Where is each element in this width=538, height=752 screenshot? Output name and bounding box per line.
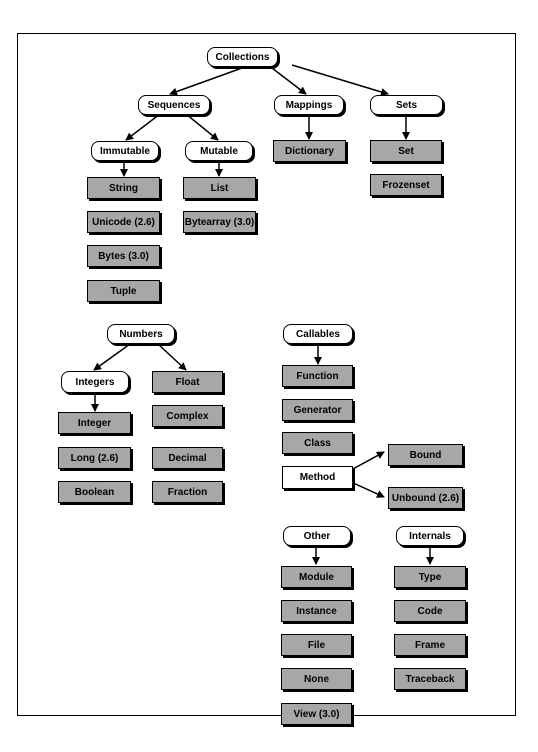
- node-list: List: [183, 177, 256, 199]
- node-class: Class: [282, 432, 353, 454]
- arrow-collections-mappings: [271, 67, 307, 95]
- node-unbound: Unbound (2.6): [388, 487, 463, 509]
- node-frame: Frame: [394, 634, 466, 656]
- node-frozenset: Frozenset: [370, 174, 442, 196]
- node-float: Float: [152, 371, 223, 393]
- node-fraction: Fraction: [152, 481, 223, 503]
- node-tuple: Tuple: [87, 280, 160, 302]
- node-bound: Bound: [388, 444, 463, 466]
- node-none: None: [281, 668, 352, 690]
- node-dictionary: Dictionary: [273, 140, 346, 162]
- node-set: Set: [370, 140, 442, 162]
- node-complex: Complex: [152, 405, 223, 427]
- arrow-collections-sets: [291, 64, 389, 96]
- node-view: View (3.0): [281, 703, 352, 725]
- node-collections: Collections: [207, 47, 278, 67]
- arrow-sequences-immutable: [125, 113, 161, 141]
- node-module: Module: [281, 566, 352, 588]
- node-decimal: Decimal: [152, 447, 223, 469]
- node-bytearray: Bytearray (3.0): [183, 211, 256, 233]
- node-long: Long (2.6): [58, 447, 131, 469]
- node-unicode: Unicode (2.6): [87, 211, 160, 233]
- node-callables: Callables: [283, 324, 353, 344]
- arrow-method-bound: [350, 451, 385, 471]
- arrow-numbers-integers: [93, 343, 131, 371]
- node-bytes: Bytes (3.0): [87, 245, 160, 267]
- arrow-sequences-mutable: [185, 113, 219, 141]
- arrow-numbers-float: [157, 343, 187, 371]
- node-instance: Instance: [281, 600, 352, 622]
- node-string: String: [87, 177, 160, 199]
- node-generator: Generator: [282, 399, 353, 421]
- arrow-method-unbound: [350, 481, 385, 498]
- node-mutable: Mutable: [185, 141, 253, 161]
- node-code: Code: [394, 600, 466, 622]
- arrow-collections-sequences: [169, 67, 243, 96]
- node-traceback: Traceback: [394, 668, 466, 690]
- node-method: Method: [282, 466, 353, 489]
- node-function: Function: [282, 365, 353, 387]
- node-sequences: Sequences: [138, 95, 210, 115]
- node-integer: Integer: [58, 412, 131, 434]
- node-file: File: [281, 634, 352, 656]
- node-immutable: Immutable: [91, 141, 159, 161]
- node-numbers: Numbers: [107, 324, 175, 344]
- node-sets: Sets: [370, 95, 443, 115]
- diagram-frame: [17, 33, 516, 716]
- node-other: Other: [283, 526, 351, 546]
- node-integers: Integers: [61, 371, 129, 393]
- node-boolean: Boolean: [58, 481, 131, 503]
- node-mappings: Mappings: [274, 95, 344, 115]
- node-type: Type: [394, 566, 466, 588]
- node-internals: Internals: [396, 526, 464, 546]
